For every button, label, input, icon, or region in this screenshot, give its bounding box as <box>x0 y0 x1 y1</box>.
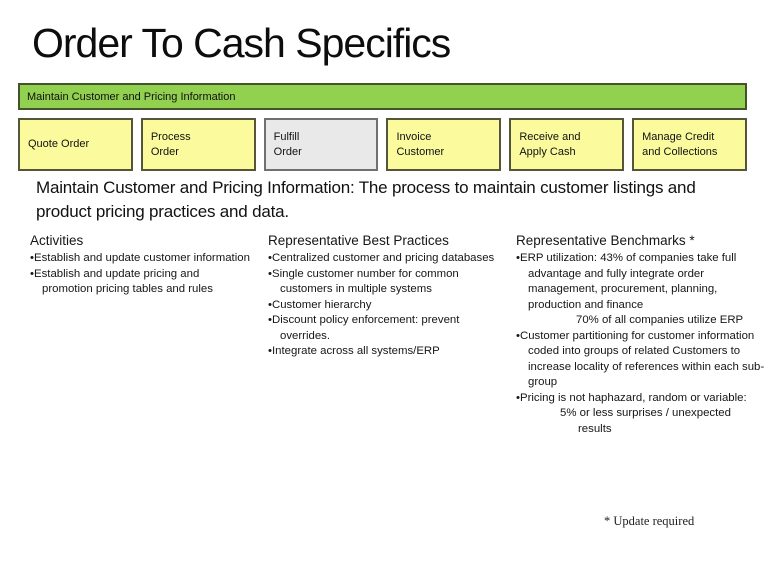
column-2: Representative Best PracticesCentralized… <box>268 233 508 360</box>
detail-columns: ActivitiesEstablish and update customer … <box>0 233 768 513</box>
process-box-5: Receive and Apply Cash <box>509 118 625 171</box>
process-box-6: Manage Credit and Collections <box>632 118 747 171</box>
column-header: Representative Best Practices <box>268 233 449 248</box>
bullet-item: Establish and update pricing and promoti… <box>30 267 250 298</box>
indented-line: 70% of all companies utilize ERP <box>576 314 744 326</box>
process-box-1: Quote Order <box>18 118 133 171</box>
bullet-item: Customer hierarchy <box>268 298 508 314</box>
column-1: ActivitiesEstablish and update customer … <box>30 233 250 298</box>
bullet-item: Pricing is not haphazard, random or vari… <box>516 391 767 407</box>
column-list: Centralized customer and pricing databas… <box>268 251 508 360</box>
bullet-item: Integrate across all systems/ERP <box>268 344 508 360</box>
process-box-3: Fulfill Order <box>263 118 379 171</box>
column-header: Representative Benchmarks * <box>516 233 695 248</box>
process-banner-label: Maintain Customer and Pricing Informatio… <box>27 90 236 103</box>
column-header: Activities <box>30 233 84 248</box>
bullet-item: ERP utilization: 43% of companies take f… <box>516 251 767 313</box>
bullet-item: Establish and update customer informatio… <box>30 251 250 267</box>
column-list: Establish and update customer informatio… <box>30 251 250 298</box>
bullet-item: Customer partitioning for customer infor… <box>516 329 767 391</box>
column-3: Representative Benchmarks * ERP utilizati… <box>516 233 767 437</box>
slide-title: Order To Cash Specifics <box>32 20 451 66</box>
footnote: * Update required <box>604 514 695 528</box>
intro-text: Maintain Customer and Pricing Informatio… <box>36 178 696 221</box>
process-banner: Maintain Customer and Pricing Informatio… <box>18 83 747 110</box>
bullet-item: Single customer number for common custom… <box>268 267 508 298</box>
process-box-4: Invoice Customer <box>386 118 502 171</box>
bullet-item: Discount policy enforcement: prevent ove… <box>268 313 508 344</box>
indented-line: 5% or less surprises / unexpected result… <box>560 407 731 435</box>
process-box-2: Process Order <box>140 118 256 171</box>
bullet-item: Centralized customer and pricing databas… <box>268 251 508 267</box>
column-list: ERP utilization: 43% of companies take f… <box>516 251 767 437</box>
